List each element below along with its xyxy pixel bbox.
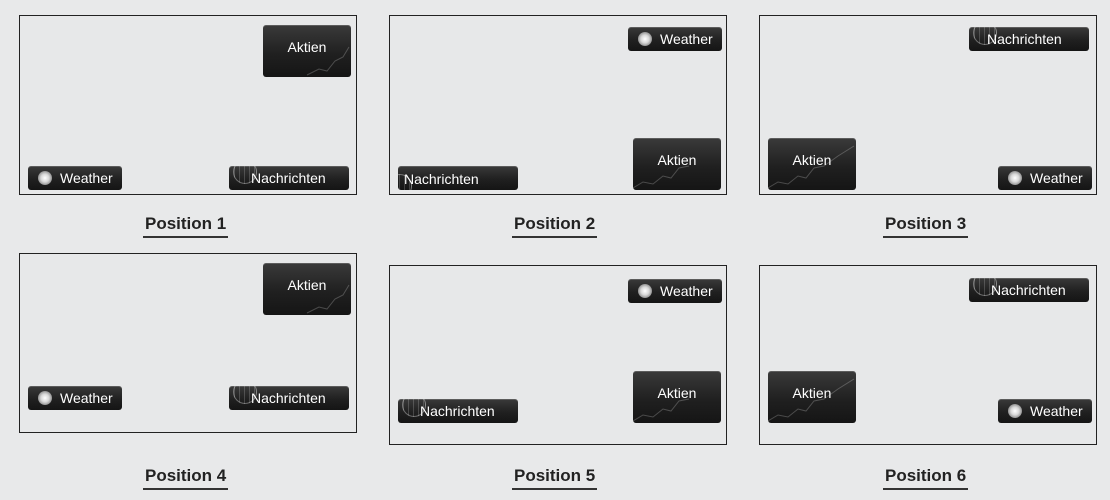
chart-line-icon bbox=[306, 284, 350, 314]
weather-widget[interactable]: Weather bbox=[28, 166, 122, 190]
chart-line-icon bbox=[633, 165, 690, 189]
sun-icon bbox=[38, 171, 52, 185]
news-label: Nachrichten bbox=[251, 390, 326, 406]
news-label: Nachrichten bbox=[251, 170, 326, 186]
weather-label: Weather bbox=[660, 31, 713, 47]
sun-icon bbox=[38, 391, 52, 405]
news-widget[interactable]: Nachrichten bbox=[229, 166, 349, 190]
globe-icon bbox=[973, 27, 997, 45]
globe-icon bbox=[398, 174, 412, 190]
sun-icon bbox=[1008, 171, 1022, 185]
weather-label: Weather bbox=[60, 390, 113, 406]
stocks-label: Aktien bbox=[657, 385, 697, 401]
news-widget[interactable]: Nachrichten bbox=[398, 399, 518, 423]
weather-label: Weather bbox=[60, 170, 113, 186]
weather-label: Weather bbox=[1030, 403, 1083, 419]
sun-icon bbox=[638, 284, 652, 298]
position-1-caption: Position 1 bbox=[143, 214, 229, 238]
globe-icon bbox=[233, 386, 257, 404]
news-widget[interactable]: Nachrichten bbox=[229, 386, 349, 410]
chart-line-icon bbox=[633, 398, 690, 422]
weather-widget[interactable]: Weather bbox=[998, 399, 1092, 423]
news-label: Nachrichten bbox=[404, 171, 479, 187]
screen-position-1: Aktien Weather Nachrichten bbox=[19, 15, 357, 195]
stocks-widget[interactable]: Aktien bbox=[263, 263, 351, 315]
weather-label: Weather bbox=[1030, 170, 1083, 186]
stocks-widget[interactable]: Aktien bbox=[768, 371, 856, 423]
chart-line-icon bbox=[306, 46, 350, 76]
screen-position-4: Aktien Weather Nachrichten bbox=[19, 253, 357, 433]
stocks-widget[interactable]: Aktien bbox=[768, 138, 856, 190]
news-widget[interactable]: Nachrichten bbox=[969, 278, 1089, 302]
news-label: Nachrichten bbox=[987, 31, 1062, 47]
globe-icon bbox=[973, 278, 997, 296]
stocks-widget[interactable]: Aktien bbox=[263, 25, 351, 77]
news-widget[interactable]: Nachrichten bbox=[969, 27, 1089, 51]
stocks-label: Aktien bbox=[792, 385, 832, 401]
position-3-caption: Position 3 bbox=[883, 214, 969, 238]
news-label: Nachrichten bbox=[991, 282, 1066, 298]
stocks-label: Aktien bbox=[287, 277, 327, 293]
weather-label: Weather bbox=[660, 283, 713, 299]
screen-position-5: Weather Aktien Nachrichten bbox=[389, 265, 727, 445]
stocks-label: Aktien bbox=[792, 152, 832, 168]
globe-icon bbox=[233, 166, 257, 184]
position-4-caption: Position 4 bbox=[143, 466, 229, 490]
weather-widget[interactable]: Weather bbox=[28, 386, 122, 410]
stocks-widget[interactable]: Aktien bbox=[633, 371, 721, 423]
sun-icon bbox=[638, 32, 652, 46]
weather-widget[interactable]: Weather bbox=[998, 166, 1092, 190]
stocks-widget[interactable]: Aktien bbox=[633, 138, 721, 190]
stocks-label: Aktien bbox=[657, 152, 697, 168]
position-2-caption: Position 2 bbox=[512, 214, 598, 238]
screen-position-3: Nachrichten Aktien Weather bbox=[759, 15, 1097, 195]
chart-line-icon bbox=[768, 378, 855, 422]
chart-line-icon bbox=[768, 145, 855, 189]
weather-widget[interactable]: Weather bbox=[628, 27, 722, 51]
screen-position-2: Weather Aktien Nachrichten bbox=[389, 15, 727, 195]
screen-position-6: Nachrichten Aktien Weather bbox=[759, 265, 1097, 445]
globe-icon bbox=[402, 399, 426, 417]
position-5-caption: Position 5 bbox=[512, 466, 598, 490]
news-widget[interactable]: Nachrichten bbox=[398, 166, 518, 190]
weather-widget[interactable]: Weather bbox=[628, 279, 722, 303]
news-label: Nachrichten bbox=[420, 403, 495, 419]
sun-icon bbox=[1008, 404, 1022, 418]
stocks-label: Aktien bbox=[287, 39, 327, 55]
position-6-caption: Position 6 bbox=[883, 466, 969, 490]
